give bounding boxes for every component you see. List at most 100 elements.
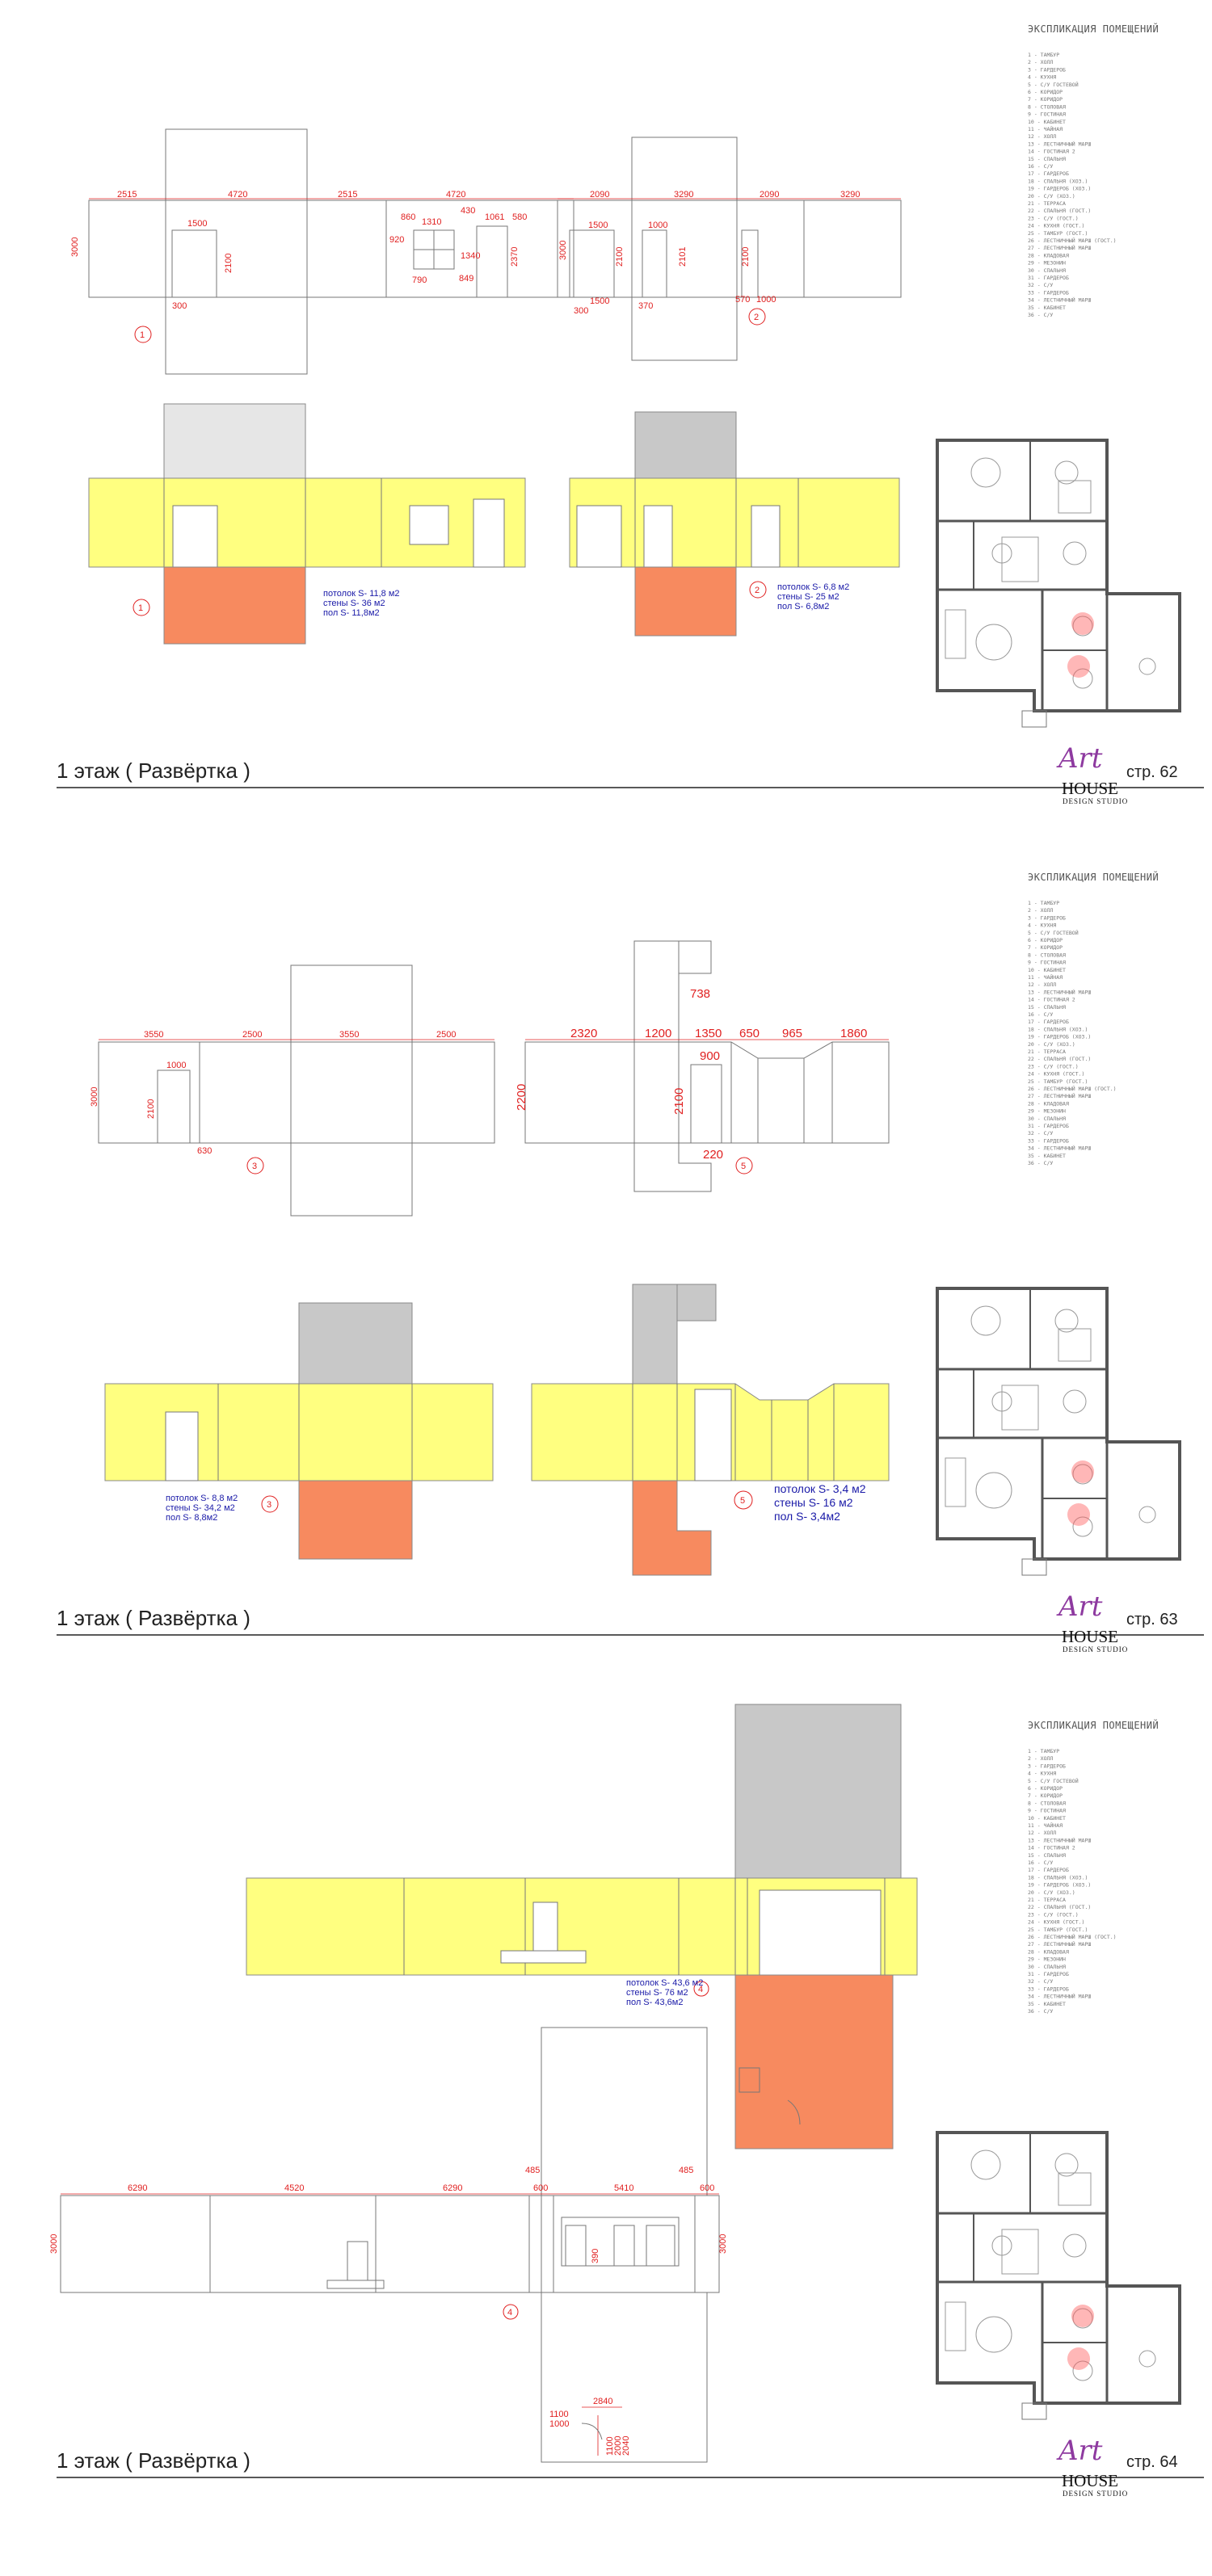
dim-label: 570	[735, 295, 750, 305]
svg-text:1: 1	[140, 330, 145, 340]
area-floor: пол S- 11,8м2	[323, 608, 380, 618]
legend-title: ЭКСПЛИКАЦИЯ ПОМЕЩЕНИЙ	[1028, 23, 1159, 35]
legend-item: 14 - ГОСТИНАЯ 2	[1028, 997, 1075, 1003]
logo-sub: DESIGN STUDIO	[1063, 1645, 1128, 1654]
page-number: стр. 62	[1126, 763, 1178, 781]
area-floor: пол S- 43,6м2	[626, 1998, 683, 2007]
legend-item: 36 - С/У	[1028, 2008, 1053, 2015]
logo-sub: DESIGN STUDIO	[1063, 797, 1128, 805]
legend-title: ЭКСПЛИКАЦИЯ ПОМЕЩЕНИЙ	[1028, 1719, 1159, 1731]
dim-label: 2100	[146, 1099, 156, 1119]
legend-item: 21 - ТЕРРАСА	[1028, 1048, 1066, 1055]
dim-label: 2840	[593, 2397, 612, 2406]
legend-item: 4 - КУХНЯ	[1028, 922, 1056, 929]
legend-item: 14 - ГОСТИНАЯ 2	[1028, 149, 1075, 155]
dim-label: 2040	[621, 2436, 631, 2456]
room-4-dimensions: 6290 4520 6290 485 600 5410 485 600 3000…	[49, 2166, 728, 2456]
legend-item: 17 - ГАРДЕРОБ	[1028, 170, 1069, 177]
room-1-development: 1 потолок S- 11,8 м2 стены S- 36 м2 пол …	[88, 403, 526, 645]
dim-label: 300	[574, 306, 588, 316]
dim-label: 485	[525, 2166, 540, 2175]
dim-label: 3000	[558, 241, 568, 260]
area-walls: стены S- 36 м2	[323, 599, 385, 608]
svg-text:2: 2	[754, 313, 759, 322]
page-number: стр. 64	[1126, 2453, 1178, 2471]
legend-item: 28 - КЛАДОВАЯ	[1028, 252, 1069, 258]
dim-label: 6290	[443, 2183, 462, 2193]
legend-item: 2 - ХОЛЛ	[1028, 59, 1053, 65]
dim-label: 2090	[760, 190, 779, 200]
legend-item: 15 - СПАЛЬНЯ	[1028, 156, 1066, 162]
dim-label: 600	[533, 2183, 548, 2193]
legend-item: 23 - С/У (ГОСТ.)	[1028, 215, 1079, 221]
legend-item: 5 - С/У ГОСТЕВОЙ	[1028, 81, 1079, 88]
svg-text:3: 3	[267, 1500, 271, 1510]
page-title: 1 этаж ( Развёртка )	[57, 2448, 250, 2473]
legend-item: 11 - ЧАЙНАЯ	[1028, 973, 1063, 981]
area-ceiling: потолок S- 3,4 м2	[774, 1482, 866, 1495]
legend-item: 34 - ЛЕСТНИЧНЫЙ МАРШ	[1028, 296, 1091, 304]
legend-item: 7 - КОРИДОР	[1028, 96, 1063, 103]
legend-item: 32 - С/У	[1028, 1978, 1053, 1985]
legend-item: 5 - С/У ГОСТЕВОЙ	[1028, 929, 1079, 936]
dim-label: 430	[461, 206, 475, 216]
key-plan	[936, 439, 1181, 728]
dim-label: 6290	[128, 2183, 147, 2193]
dim-label: 1000	[166, 1061, 186, 1070]
logo-house: HOUSE	[1062, 1627, 1118, 1646]
dim-label: 1000	[549, 2419, 569, 2429]
legend-item: 31 - ГАРДЕРОБ	[1028, 1123, 1069, 1129]
legend-item: 20 - С/У (ХОЗ.)	[1028, 1041, 1075, 1048]
dim-label: 650	[739, 1027, 760, 1040]
room-3-development: 3 потолок S- 8,8 м2 стены S- 34,2 м2 пол…	[104, 1302, 494, 1560]
legend-item: 28 - КЛАДОВАЯ	[1028, 1948, 1069, 1955]
dim-label: 4720	[446, 190, 465, 200]
room-4-outline	[60, 2027, 720, 2463]
page-number: стр. 63	[1126, 1611, 1178, 1628]
legend-item: 14 - ГОСТИНАЯ 2	[1028, 1845, 1075, 1851]
legend-item: 13 - ЛЕСТНИЧНЫЙ МАРШ	[1028, 1836, 1091, 1843]
legend-item: 34 - ЛЕСТНИЧНЫЙ МАРШ	[1028, 1145, 1091, 1152]
dim-label: 4520	[284, 2183, 304, 2193]
legend-item: 26 - ЛЕСТНИЧНЫЙ МАРШ (ГОСТ.)	[1028, 1933, 1117, 1940]
legend-item: 23 - С/У (ГОСТ.)	[1028, 1911, 1079, 1918]
dim-label: 2320	[570, 1027, 597, 1040]
dim-label: 1350	[695, 1027, 722, 1040]
legend-item: 20 - С/У (ХОЗ.)	[1028, 1889, 1075, 1896]
legend-item: 9 - ГОСТИНАЯ	[1028, 1808, 1066, 1814]
legend-item: 18 - СПАЛЬНЯ (ХОЗ.)	[1028, 178, 1088, 184]
dim-label: 485	[679, 2166, 693, 2175]
svg-text:4: 4	[507, 2308, 512, 2318]
legend-item: 13 - ЛЕСТНИЧНЫЙ МАРШ	[1028, 140, 1091, 147]
legend-item: 17 - ГАРДЕРОБ	[1028, 1867, 1069, 1873]
legend-item: 26 - ЛЕСТНИЧНЫЙ МАРШ (ГОСТ.)	[1028, 237, 1117, 244]
dim-label: 860	[401, 212, 415, 222]
legend-item: 8 - СТОЛОВАЯ	[1028, 103, 1066, 110]
logo-house: HOUSE	[1062, 779, 1118, 798]
legend-item: 27 - ЛЕСТНИЧНЫЙ МАРШ	[1028, 1092, 1091, 1099]
room-3-marker: 3	[246, 1157, 264, 1175]
dim-label: 2100	[741, 247, 751, 267]
legend-item: 18 - СПАЛЬНЯ (ХОЗ.)	[1028, 1874, 1088, 1881]
room-4-development: 4 потолок S- 43,6 м2 стены S- 76 м2 пол …	[246, 1704, 918, 2149]
room-5-dimensions: 2320 1200 1350 650 965 1860 2200 738 900…	[515, 987, 867, 1162]
legend-item: 1 - ТАМБУР	[1028, 52, 1059, 58]
dim-label: 2000	[613, 2436, 623, 2456]
legend-item: 34 - ЛЕСТНИЧНЫЙ МАРШ	[1028, 1993, 1091, 2000]
dim-label: 3000	[718, 2234, 728, 2254]
logo-sub: DESIGN STUDIO	[1063, 2490, 1128, 2498]
legend-item: 20 - С/У (ХОЗ.)	[1028, 193, 1075, 200]
legend-item: 30 - СПАЛЬНЯ	[1028, 1964, 1066, 1970]
dim-label: 2090	[590, 190, 609, 200]
legend-item: 23 - С/У (ГОСТ.)	[1028, 1063, 1079, 1069]
dim-label: 2200	[515, 1084, 528, 1111]
legend-item: 7 - КОРИДОР	[1028, 944, 1063, 951]
legend-item: 36 - С/У	[1028, 1160, 1053, 1166]
area-walls: стены S- 76 м2	[626, 1988, 688, 1998]
legend-item: 22 - СПАЛЬНЯ (ГОСТ.)	[1028, 1904, 1091, 1910]
legend-item: 25 - ТАМБУР (ГОСТ.)	[1028, 1927, 1088, 1933]
